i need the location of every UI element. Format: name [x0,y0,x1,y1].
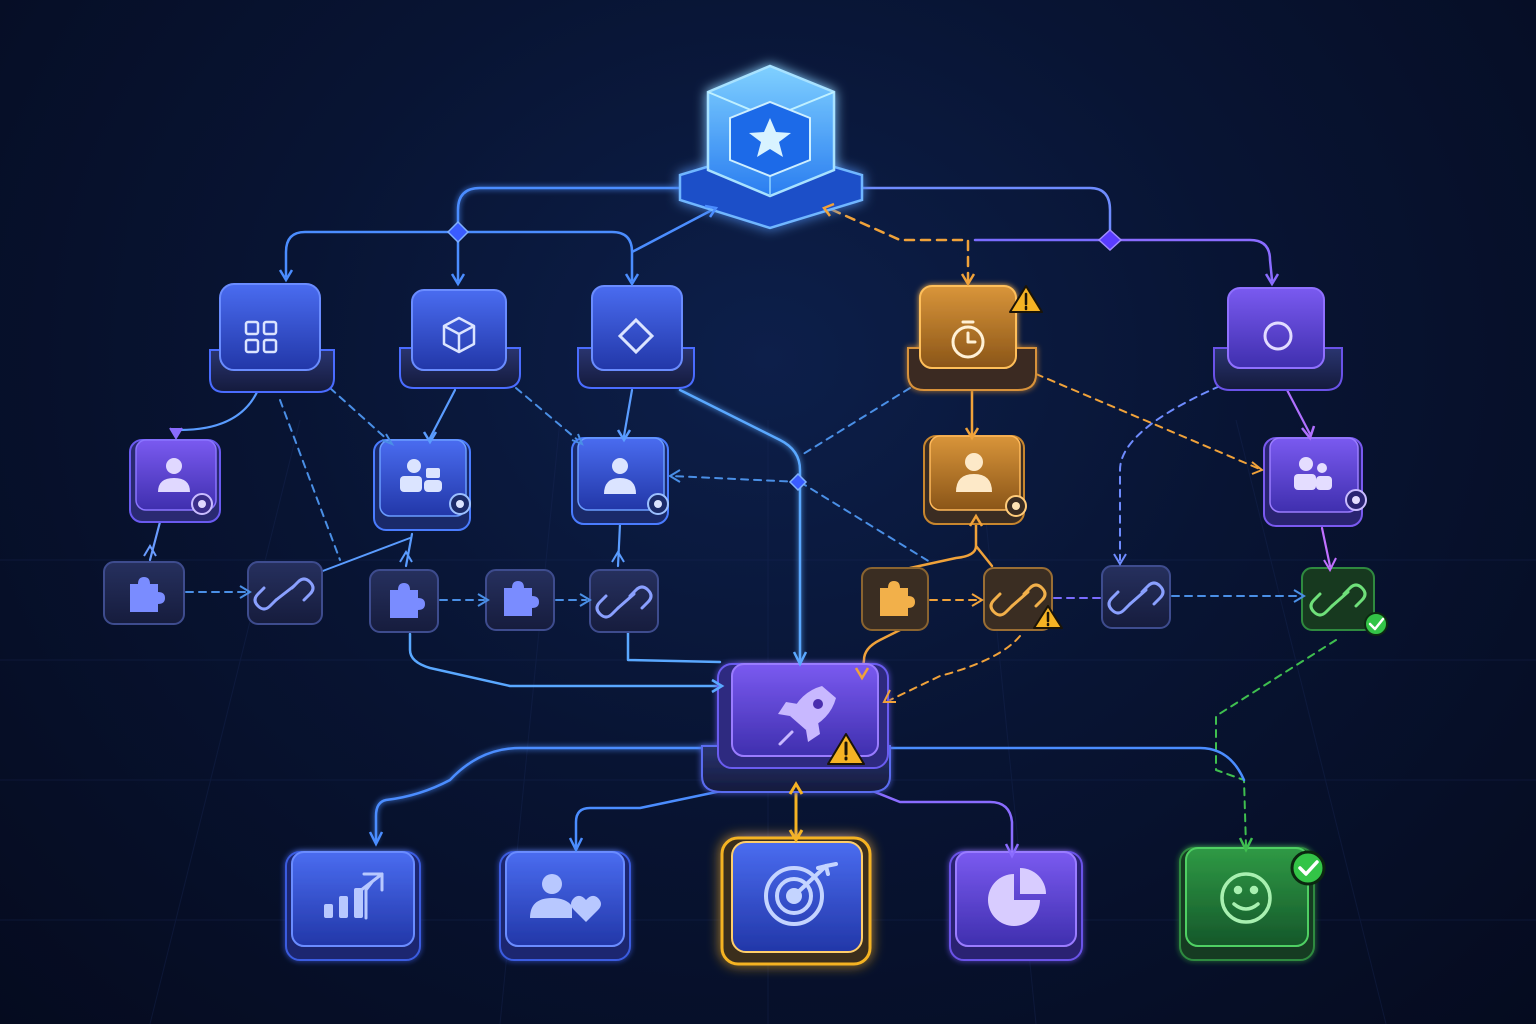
connector-diamond-to-root [456,208,714,282]
node-hub[interactable] [701,663,891,793]
connector-link-3-to-hub-dashed [889,635,1021,701]
node-goal[interactable] [720,836,872,966]
node-link-1[interactable] [247,561,323,625]
connector-package-to-user-c-dashed [515,387,581,443]
connector-link-5-to-satisfaction-dashed [1215,639,1337,847]
node-modules[interactable] [209,283,335,393]
node-link-4[interactable] [1101,565,1171,629]
circle-icon [1263,321,1293,351]
check-badge-link-5 [1364,612,1388,636]
connector-timer-to-group-e-dashed [1035,373,1263,471]
root-node[interactable] [678,64,864,230]
link-icon [253,577,315,611]
node-growth[interactable] [285,851,421,961]
node-user-d[interactable] [923,435,1027,525]
link-icon [1309,583,1367,617]
users-icon [400,459,442,492]
connector-group-b-to-plugin-2 [404,532,414,568]
connector-group-e-to-link-5 [1320,526,1332,568]
node-circle[interactable] [1213,287,1343,391]
node-satisfaction[interactable] [1179,847,1315,961]
connector-timer-to-root [826,206,970,284]
connector-to-modules [284,230,460,278]
warning-badge-hub [827,733,865,765]
node-group-e[interactable] [1263,437,1367,527]
node-link-3[interactable] [983,567,1053,631]
junctions [446,220,1123,492]
node-group-b[interactable] [373,439,471,531]
puzzle-icon [504,581,539,616]
node-link-5[interactable] [1301,567,1375,631]
puzzle-icon [880,581,915,616]
node-engagement[interactable] [499,851,631,961]
node-timer[interactable] [907,285,1037,391]
node-analytics[interactable] [949,851,1083,961]
connectors [148,186,1337,854]
star-icon [749,118,791,157]
connector-link-1-to-group-b [319,537,411,573]
user-icon [604,458,636,494]
connector-center-to-link-3-dashed [799,481,931,563]
node-plugin-4[interactable] [861,567,929,631]
user-icon [158,458,190,492]
node-plugin-3[interactable] [485,569,555,631]
rocket-icon [772,686,836,746]
link-icon [595,585,653,619]
node-user-a[interactable] [129,439,221,523]
connector-plugin-2-to-hub [408,632,722,688]
puzzle-icon [130,577,165,612]
node-link-2[interactable] [589,569,659,633]
connector-package-to-group-b [428,388,457,440]
connector-modules-to-user-a [174,388,260,436]
link-icon [1107,581,1165,615]
connector-diamond-to-hub [678,388,802,662]
connector-circle-to-link-4-dashed [1119,385,1221,561]
connector-modules-to-link-1-dashed [279,399,341,561]
connector-diamond-to-user-c [622,388,634,438]
node-plugin-2[interactable] [369,569,439,633]
connector-root-right-trunk [858,186,1112,242]
grid-squares-icon [244,320,278,354]
user-heart-icon [530,874,601,922]
connector-user-a-to-plugin-1 [148,520,162,562]
connector-plugin-4-to-hub [860,626,906,678]
connector-timer-to-center-dashed [799,387,911,457]
pie-chart-icon [988,868,1046,926]
user-icon [956,453,992,492]
warning-badge-timer [1009,285,1043,313]
check-badge-satisfaction [1290,850,1326,886]
arrowheads [143,202,1337,859]
target-icon [764,862,838,926]
link-icon [989,583,1047,617]
junction-right [1097,228,1123,252]
cube-icon [442,316,476,354]
connector-center-to-user-c-dashed [671,475,801,483]
connector-hub-to-analytics [868,788,1014,854]
node-user-c[interactable] [571,437,669,525]
connector-root-left-trunk [456,186,682,232]
connector-user-c-to-link-2 [616,522,622,568]
junction-left [446,220,470,244]
connector-to-circle [1108,238,1274,282]
node-diamond[interactable] [577,285,695,389]
diamond-icon [617,317,655,355]
warning-badge-link-3 [1033,605,1063,629]
node-package[interactable] [399,289,521,389]
connector-user-d-to-links [908,520,994,570]
connector-circle-to-group-e [1284,386,1312,436]
connector-hub-to-satisfaction [888,746,1246,782]
connector-hub-to-growth [374,746,722,842]
connector-hub-to-engagement [574,788,728,848]
timer-icon [951,320,985,359]
puzzle-icon [390,583,425,618]
node-plugin-1[interactable] [103,561,185,625]
users-icon [1294,457,1332,490]
bar-chart-icon [324,872,384,920]
junction-center [788,472,808,492]
connector-modules-to-group-b-dashed [329,387,391,443]
smiley-icon [1220,872,1272,924]
connector-link-2-to-hub [626,630,722,664]
